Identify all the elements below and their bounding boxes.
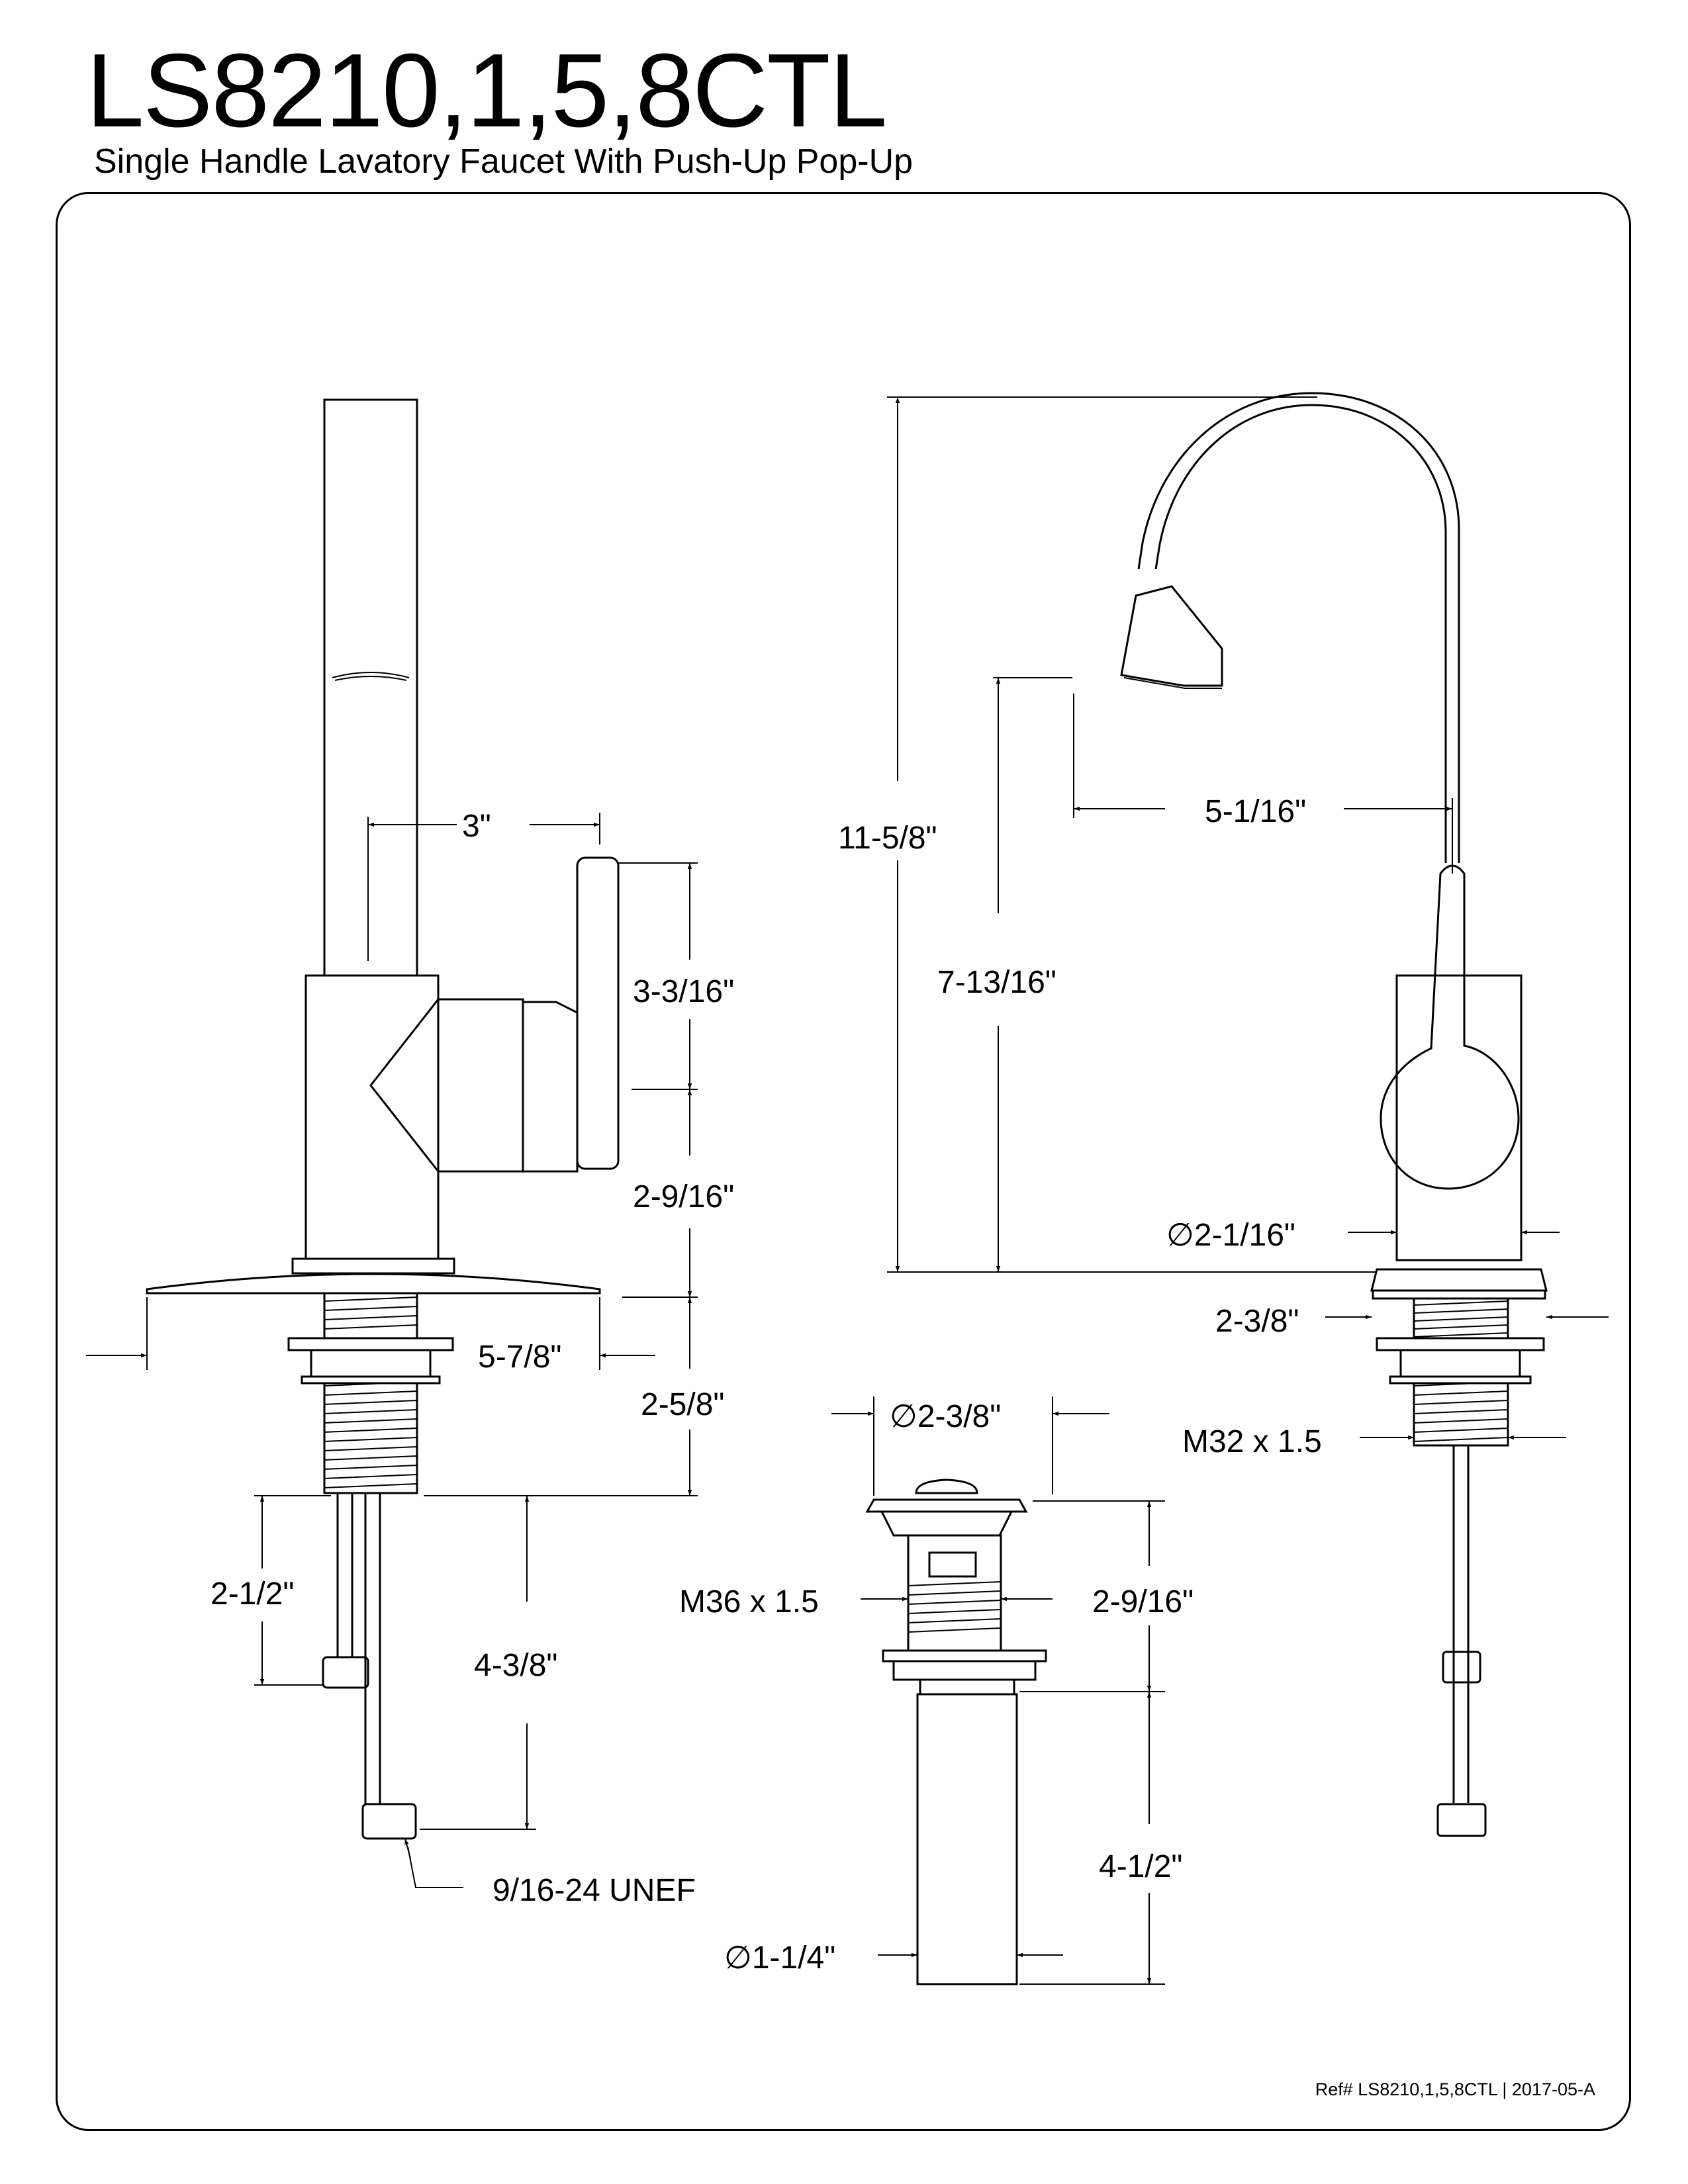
dim-drain-thread: M36 x 1.5	[679, 1584, 819, 1619]
handle-hub	[523, 1001, 579, 1173]
dim-supply-thread: 9/16-24 UNEF	[492, 1873, 696, 1908]
front-supply-nut-lower	[1436, 1803, 1487, 1837]
dim-tailpiece-length: 4-1/2"	[1099, 1849, 1182, 1884]
dim-side-handle-offset: 3"	[462, 809, 491, 844]
front-base	[1370, 1268, 1548, 1292]
dim-drain-flange-diameter: ∅2-3/8"	[890, 1399, 1001, 1434]
front-washer	[1376, 1337, 1545, 1351]
dim-deck-plate-width: 5-7/8"	[478, 1340, 561, 1375]
dim-short-supply: 2-1/2"	[211, 1576, 294, 1612]
deck-plate	[146, 1273, 601, 1295]
mounting-nut	[310, 1349, 432, 1378]
overflow-slot	[928, 1551, 977, 1578]
nut-flange	[301, 1375, 441, 1385]
front-supply-nut-upper	[1442, 1651, 1481, 1684]
dim-spout-reach: 5-1/16"	[1205, 794, 1306, 829]
shank	[323, 1292, 418, 1494]
handle-valve	[369, 998, 524, 1173]
dim-tailpiece-diameter: ∅1-1/4"	[724, 1940, 835, 1976]
front-supply-tube	[1452, 1445, 1470, 1803]
reference-note: Ref# LS8210,1,5,8CTL | 2017-05-A	[1315, 2079, 1595, 2099]
spout-outlet	[1123, 677, 1222, 689]
front-nut-flange	[1389, 1375, 1532, 1385]
mounting-washer	[287, 1337, 454, 1351]
drain-nut	[892, 1660, 1037, 1681]
drawing-frame	[56, 192, 1631, 2131]
short-supply-tube	[336, 1493, 353, 1657]
side-view-faucet	[146, 398, 620, 1840]
spout-tip	[1120, 585, 1223, 687]
dim-body-height: 2-9/16"	[633, 1179, 734, 1214]
tailpiece	[916, 1693, 1018, 1985]
faucet-body	[305, 974, 440, 1260]
dim-faucet-thread: M32 x 1.5	[1182, 1424, 1322, 1459]
front-handle	[1380, 864, 1520, 1190]
drain-washer	[882, 1649, 1047, 1662]
drain-flange-body	[880, 1510, 1013, 1537]
base-ring	[291, 1257, 455, 1275]
front-nut	[1399, 1349, 1521, 1378]
dim-overall-height: 11-5/8"	[838, 821, 937, 856]
shank-threads	[324, 1297, 418, 1488]
drain-threads	[908, 1581, 1002, 1633]
front-view-faucet	[1120, 392, 1548, 1837]
faucet-column	[323, 398, 418, 977]
page-subtitle: Single Handle Lavatory Faucet With Push-…	[94, 142, 914, 181]
long-supply-nut	[361, 1803, 417, 1840]
gooseneck-outer	[1137, 392, 1460, 863]
short-supply-nut	[322, 1656, 369, 1689]
popup-drain	[865, 1479, 1047, 1985]
front-body	[1395, 974, 1523, 1261]
long-supply-tube	[364, 1493, 381, 1804]
dim-shank-length: 2-5/8"	[641, 1387, 724, 1422]
dimension-labels: 3" 3-3/16" 2-9/16" 5-7/8" 2-5/8" 2-1/2" …	[211, 794, 1595, 2099]
dim-handle-height: 3-3/16"	[633, 974, 734, 1009]
dim-base-diameter: 2-3/8"	[1215, 1304, 1299, 1339]
dim-drain-body-height: 2-9/16"	[1092, 1584, 1194, 1619]
gooseneck-inner	[1154, 404, 1447, 863]
drain-flange	[865, 1498, 1028, 1513]
front-base-ring	[1372, 1289, 1546, 1300]
handle-lever	[576, 856, 620, 1170]
dim-long-supply: 4-3/8"	[474, 1648, 557, 1683]
aerator	[332, 672, 410, 681]
dim-spout-height: 7-13/16"	[937, 965, 1056, 1000]
drain-stopper	[915, 1479, 978, 1494]
dimension-lines	[86, 396, 1609, 1985]
drain-nut-collar	[919, 1678, 1015, 1696]
dim-body-diameter: ∅2-1/16"	[1166, 1218, 1295, 1253]
page-title: LS8210,1,5,8CTL	[86, 32, 888, 149]
